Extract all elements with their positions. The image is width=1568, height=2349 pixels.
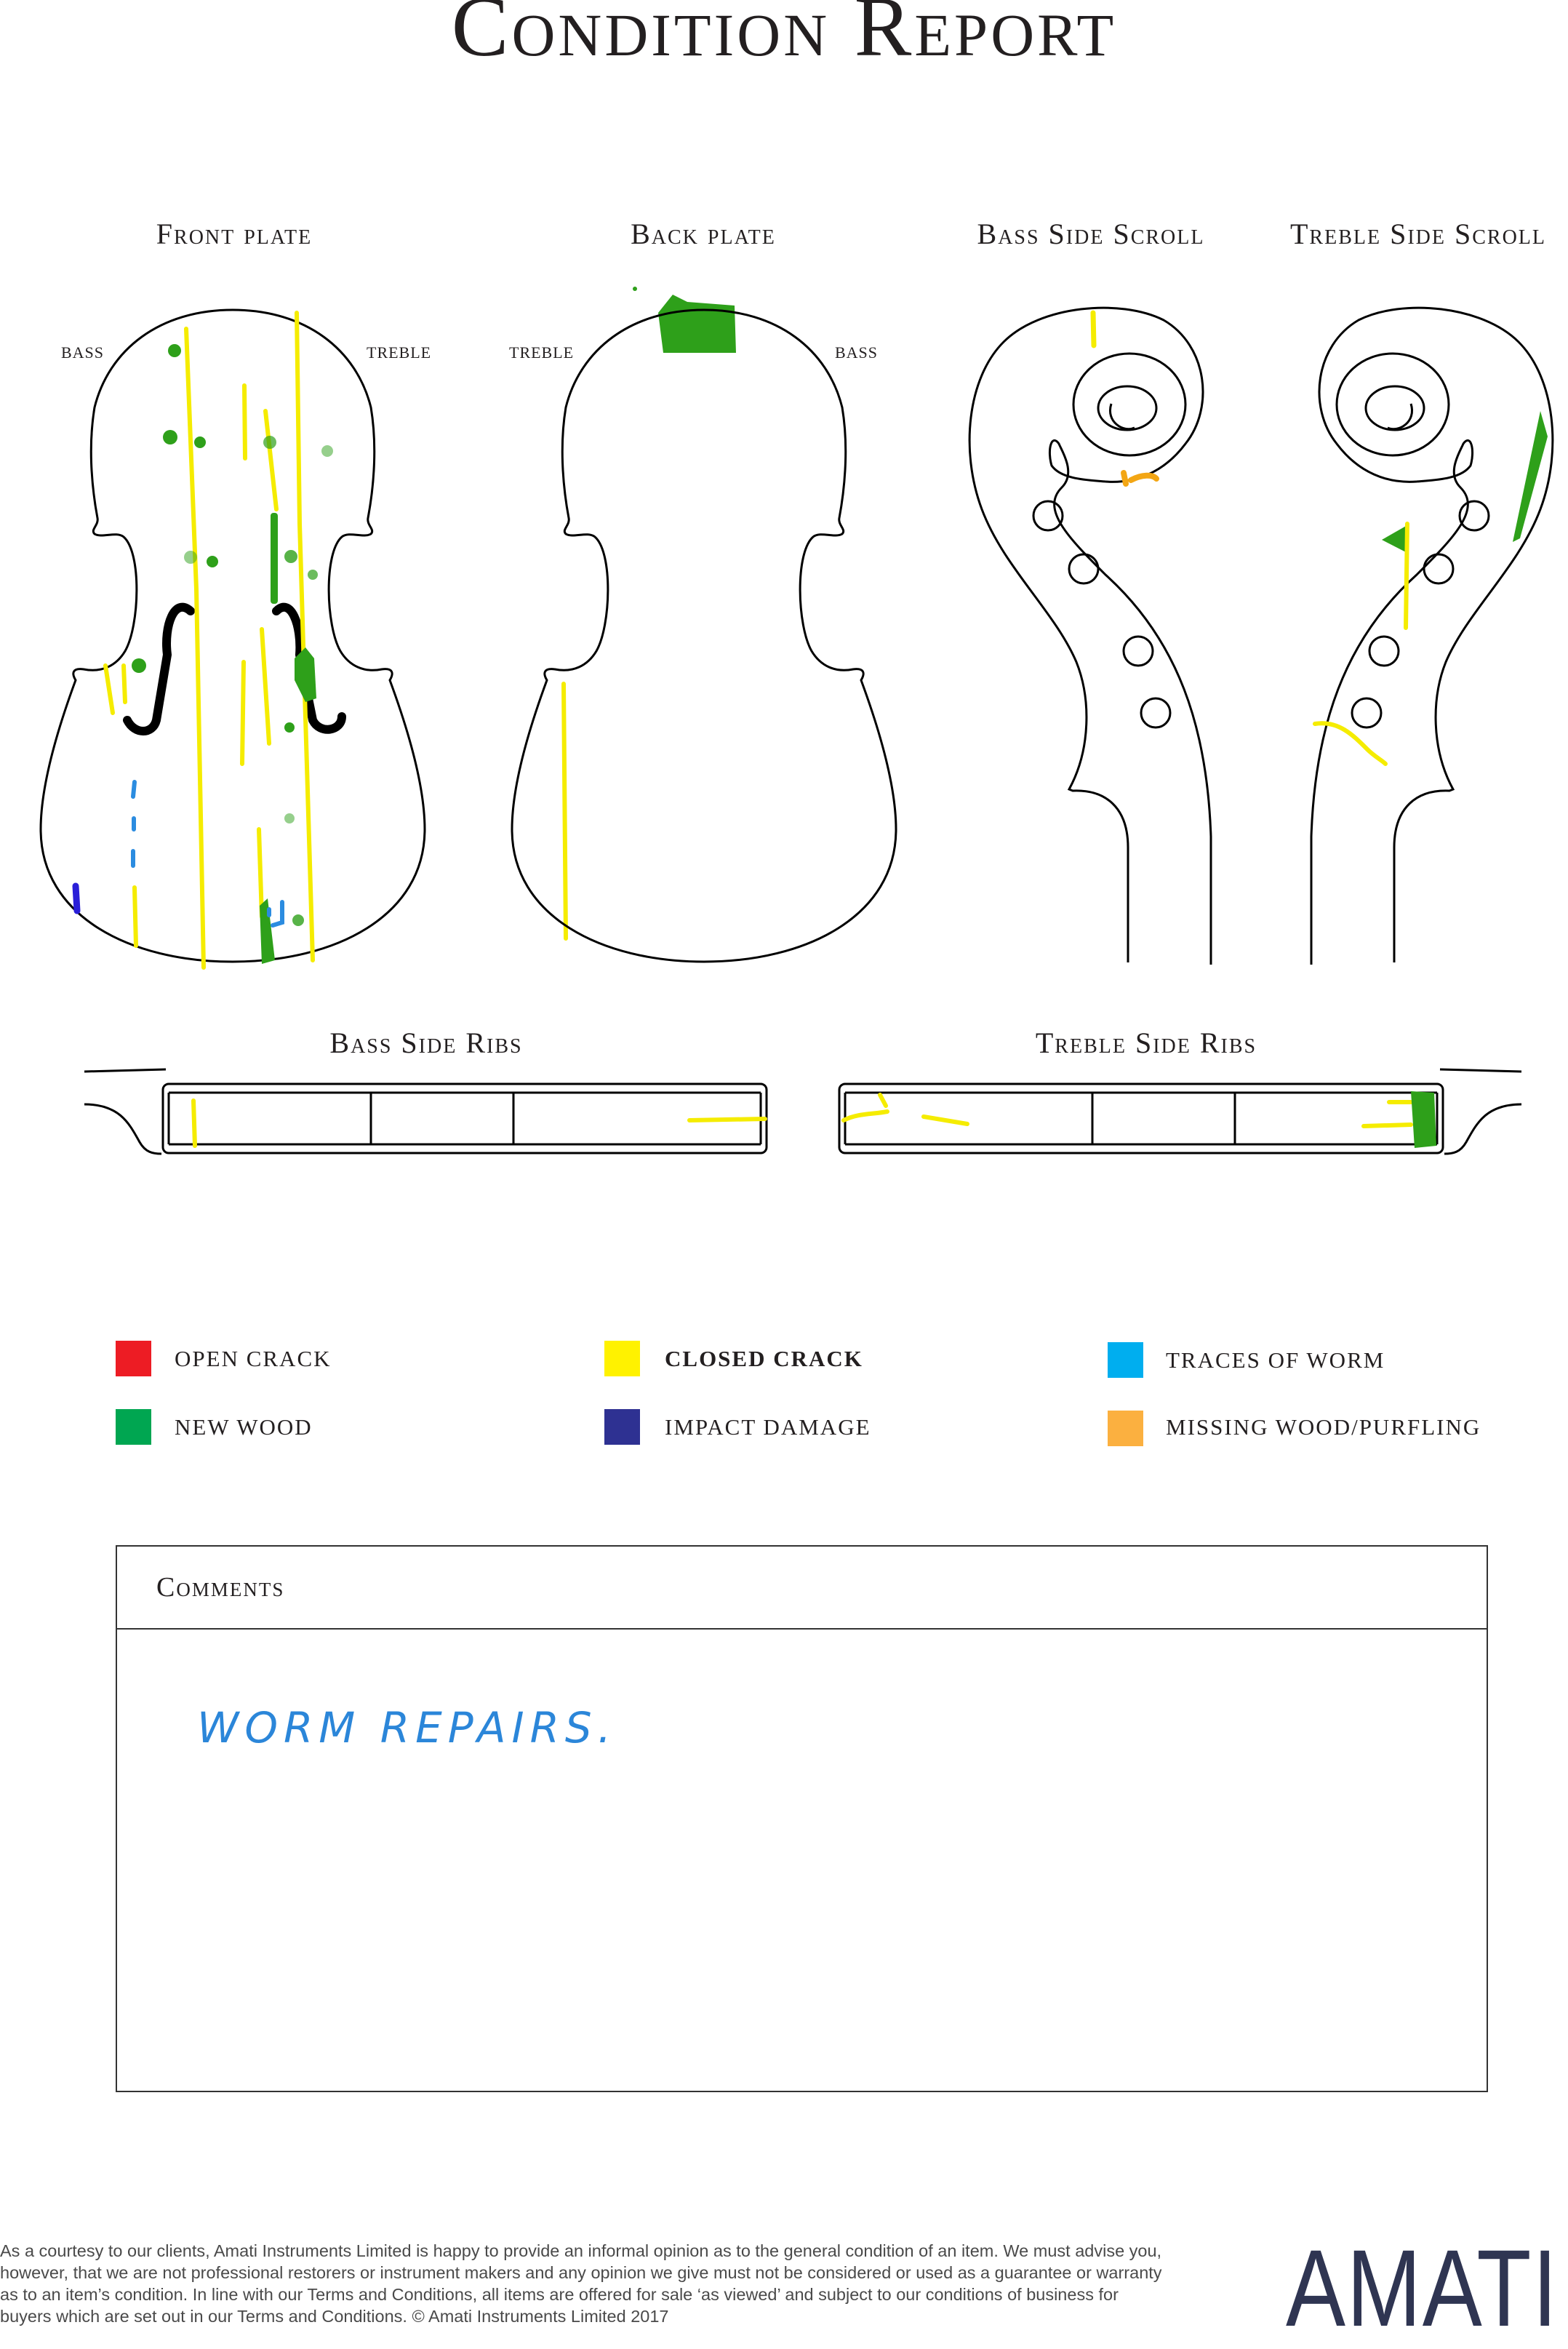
legend-label-traces-of-worm: Traces of worm: [1166, 1347, 1385, 1373]
back-plate-label: Back plate: [631, 218, 776, 250]
legend-label-closed-crack: Closed crack: [665, 1346, 863, 1371]
comments-handwritten-text: WORM REPAIRS.: [197, 1703, 617, 1752]
new-wood-marks: [132, 295, 736, 964]
f-hole-bass: [123, 602, 195, 735]
front-plate-label: Front plate: [156, 218, 313, 250]
legend-label-impact-damage: Impact damage: [665, 1414, 871, 1440]
legend-label-new-wood: New wood: [175, 1414, 313, 1440]
legend-label-open-crack: Open crack: [175, 1346, 332, 1371]
page-title: Condition Report: [451, 0, 1117, 74]
legend-label-missing-wood: Missing wood/purfling: [1166, 1414, 1481, 1440]
impact-damage-mark: [72, 882, 81, 914]
comments-box[interactable]: Comments WORM REPAIRS.: [116, 1545, 1488, 2092]
back-plate-diagram: [511, 287, 897, 963]
worm-marks: [131, 780, 284, 928]
bass-side-ribs-diagram: [83, 1068, 768, 1155]
back-new-wood-mark: [658, 295, 736, 353]
bass-side-scroll-label: Bass Side Scroll: [977, 218, 1205, 250]
front-plate-diagram: [39, 295, 736, 970]
comments-label: Comments: [156, 1572, 285, 1603]
instrument-diagrams: [39, 287, 1554, 1155]
treble-side-ribs-diagram: [838, 1068, 1523, 1155]
treble-side-ribs-label: Treble Side Ribs: [1035, 1026, 1257, 1059]
legend-swatch-closed-crack: [604, 1341, 640, 1376]
legend-swatch-open-crack: [116, 1341, 151, 1376]
legend-swatch-new-wood: [116, 1409, 151, 1445]
bass-side-ribs-label: Bass Side Ribs: [329, 1026, 523, 1059]
legend-swatch-missing-wood: [1108, 1411, 1143, 1446]
back-treble-side-label: Treble: [509, 343, 575, 362]
amati-logo: AMATI: [1286, 2227, 1559, 2349]
closed-crack-marks: [103, 311, 568, 970]
bass-side-scroll-diagram: [968, 306, 1212, 966]
treble-side-scroll-label: Treble Side Scroll: [1289, 218, 1546, 250]
footer-disclaimer: As a courtesy to our clients, Amati Inst…: [0, 2241, 1162, 2326]
front-treble-side-label: Treble: [367, 343, 432, 362]
front-bass-side-label: Bass: [61, 343, 105, 362]
legend-swatch-traces-of-worm: [1108, 1342, 1143, 1378]
legend-swatch-impact-damage: [604, 1409, 640, 1445]
back-bass-side-label: Bass: [835, 343, 879, 362]
treble-side-scroll-diagram: [1310, 306, 1554, 966]
comments-header: Comments: [117, 1547, 1487, 1630]
